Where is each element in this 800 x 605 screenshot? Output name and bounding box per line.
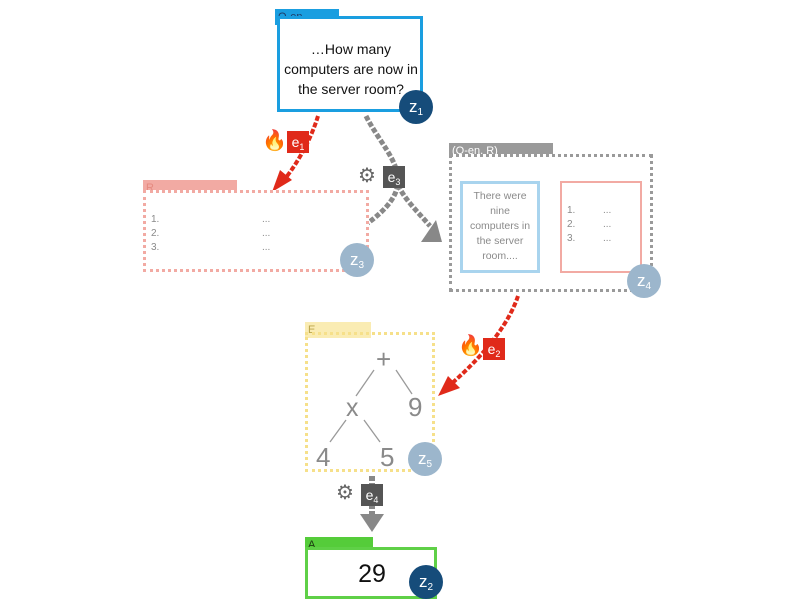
latent-z3-letter: z <box>349 250 359 269</box>
edge-e1-label: e1 <box>287 131 309 153</box>
latent-z3-index: 3 <box>358 260 365 271</box>
latent-z2-index: 2 <box>427 582 434 593</box>
q-en-r-row-2: 2. <box>567 219 576 230</box>
fire-icon: 🔥 <box>262 130 287 152</box>
q-en-r-list-values: ... ... ... <box>603 204 611 246</box>
edge-e2-label: e2 <box>483 338 505 360</box>
q-en-question: …How many computers are now in the serve… <box>284 41 418 97</box>
latent-z1-index: 1 <box>417 107 424 118</box>
q-en-r-value-2: ... <box>603 219 612 230</box>
q-en-r-list-numbers: 1. 2. 3. <box>567 204 575 246</box>
latent-z5: z5 <box>408 442 442 476</box>
tree-leaf-5: 5 <box>380 442 395 472</box>
q-en-r-value-1: ... <box>603 205 612 216</box>
edge-e4-head <box>360 514 384 532</box>
edge-e4-label: e4 <box>361 484 383 506</box>
edge-e1-letter: e <box>291 134 300 150</box>
edge-e1-index: 1 <box>299 142 305 152</box>
edge-e4-letter: e <box>365 487 374 503</box>
r-value-3: ... <box>262 242 271 253</box>
edge-e3-arrow-branch <box>395 183 432 228</box>
expression-tree-edges <box>329 369 413 443</box>
r-row-2: 2. <box>151 228 160 239</box>
q-en-r-row-3: 3. <box>567 233 576 244</box>
q-en-r-text-box: There were nine computers in the server … <box>460 181 540 273</box>
r-list-numbers: 1. 2. 3. <box>151 213 159 255</box>
latent-z5-letter: z <box>417 449 427 468</box>
r-list-values: ... ... ... <box>262 213 270 255</box>
edge-e3-head <box>421 220 442 242</box>
edge-e2-index: 2 <box>495 349 501 359</box>
edge-e2-arrow <box>448 295 520 387</box>
tree-root-plus: + <box>376 344 392 374</box>
tree-leaf-4: 4 <box>316 442 331 472</box>
r-node: 1. 2. 3. ... ... ... <box>143 190 369 272</box>
latent-z4: z4 <box>627 264 661 298</box>
edge-e3-label: e3 <box>383 166 405 188</box>
edge-e3-letter: e <box>387 169 396 185</box>
edge-e1-head <box>272 170 292 192</box>
edge-e1-arrow <box>282 115 320 182</box>
edge-e2-head <box>438 376 460 396</box>
q-en-r-list-box: 1. 2. 3. ... ... ... <box>560 181 642 273</box>
e-node <box>305 332 435 472</box>
latent-z3: z3 <box>340 243 374 277</box>
r-value-1: ... <box>262 214 271 225</box>
r-row-3: 3. <box>151 242 160 253</box>
tree-node-x: x <box>346 394 359 422</box>
gear-icon: ⚙ <box>336 482 354 504</box>
edge-e3-index: 3 <box>395 177 401 187</box>
gear-icon: ⚙ <box>358 165 376 187</box>
latent-z4-index: 4 <box>645 281 652 292</box>
edge-e2-letter: e <box>487 341 496 357</box>
latent-z1-letter: z <box>408 97 418 116</box>
latent-z1: z1 <box>399 90 433 124</box>
q-en-r-text: There were nine computers in the server … <box>469 190 531 262</box>
tree-node-9: 9 <box>408 392 423 422</box>
latent-z2-letter: z <box>418 572 428 591</box>
r-row-1: 1. <box>151 214 160 225</box>
r-value-2: ... <box>262 228 271 239</box>
latent-z5-index: 5 <box>426 459 433 470</box>
edge-e4-index: 4 <box>373 495 379 505</box>
answer-value: 29 <box>358 560 386 588</box>
q-en-node: …How many computers are now in the serve… <box>277 16 423 112</box>
latent-z4-letter: z <box>636 271 646 290</box>
q-en-r-row-1: 1. <box>567 205 576 216</box>
q-en-r-value-3: ... <box>603 233 612 244</box>
q-en-r-node: There were nine computers in the server … <box>449 154 653 292</box>
fire-icon: 🔥 <box>458 335 483 357</box>
latent-z2: z2 <box>409 565 443 599</box>
